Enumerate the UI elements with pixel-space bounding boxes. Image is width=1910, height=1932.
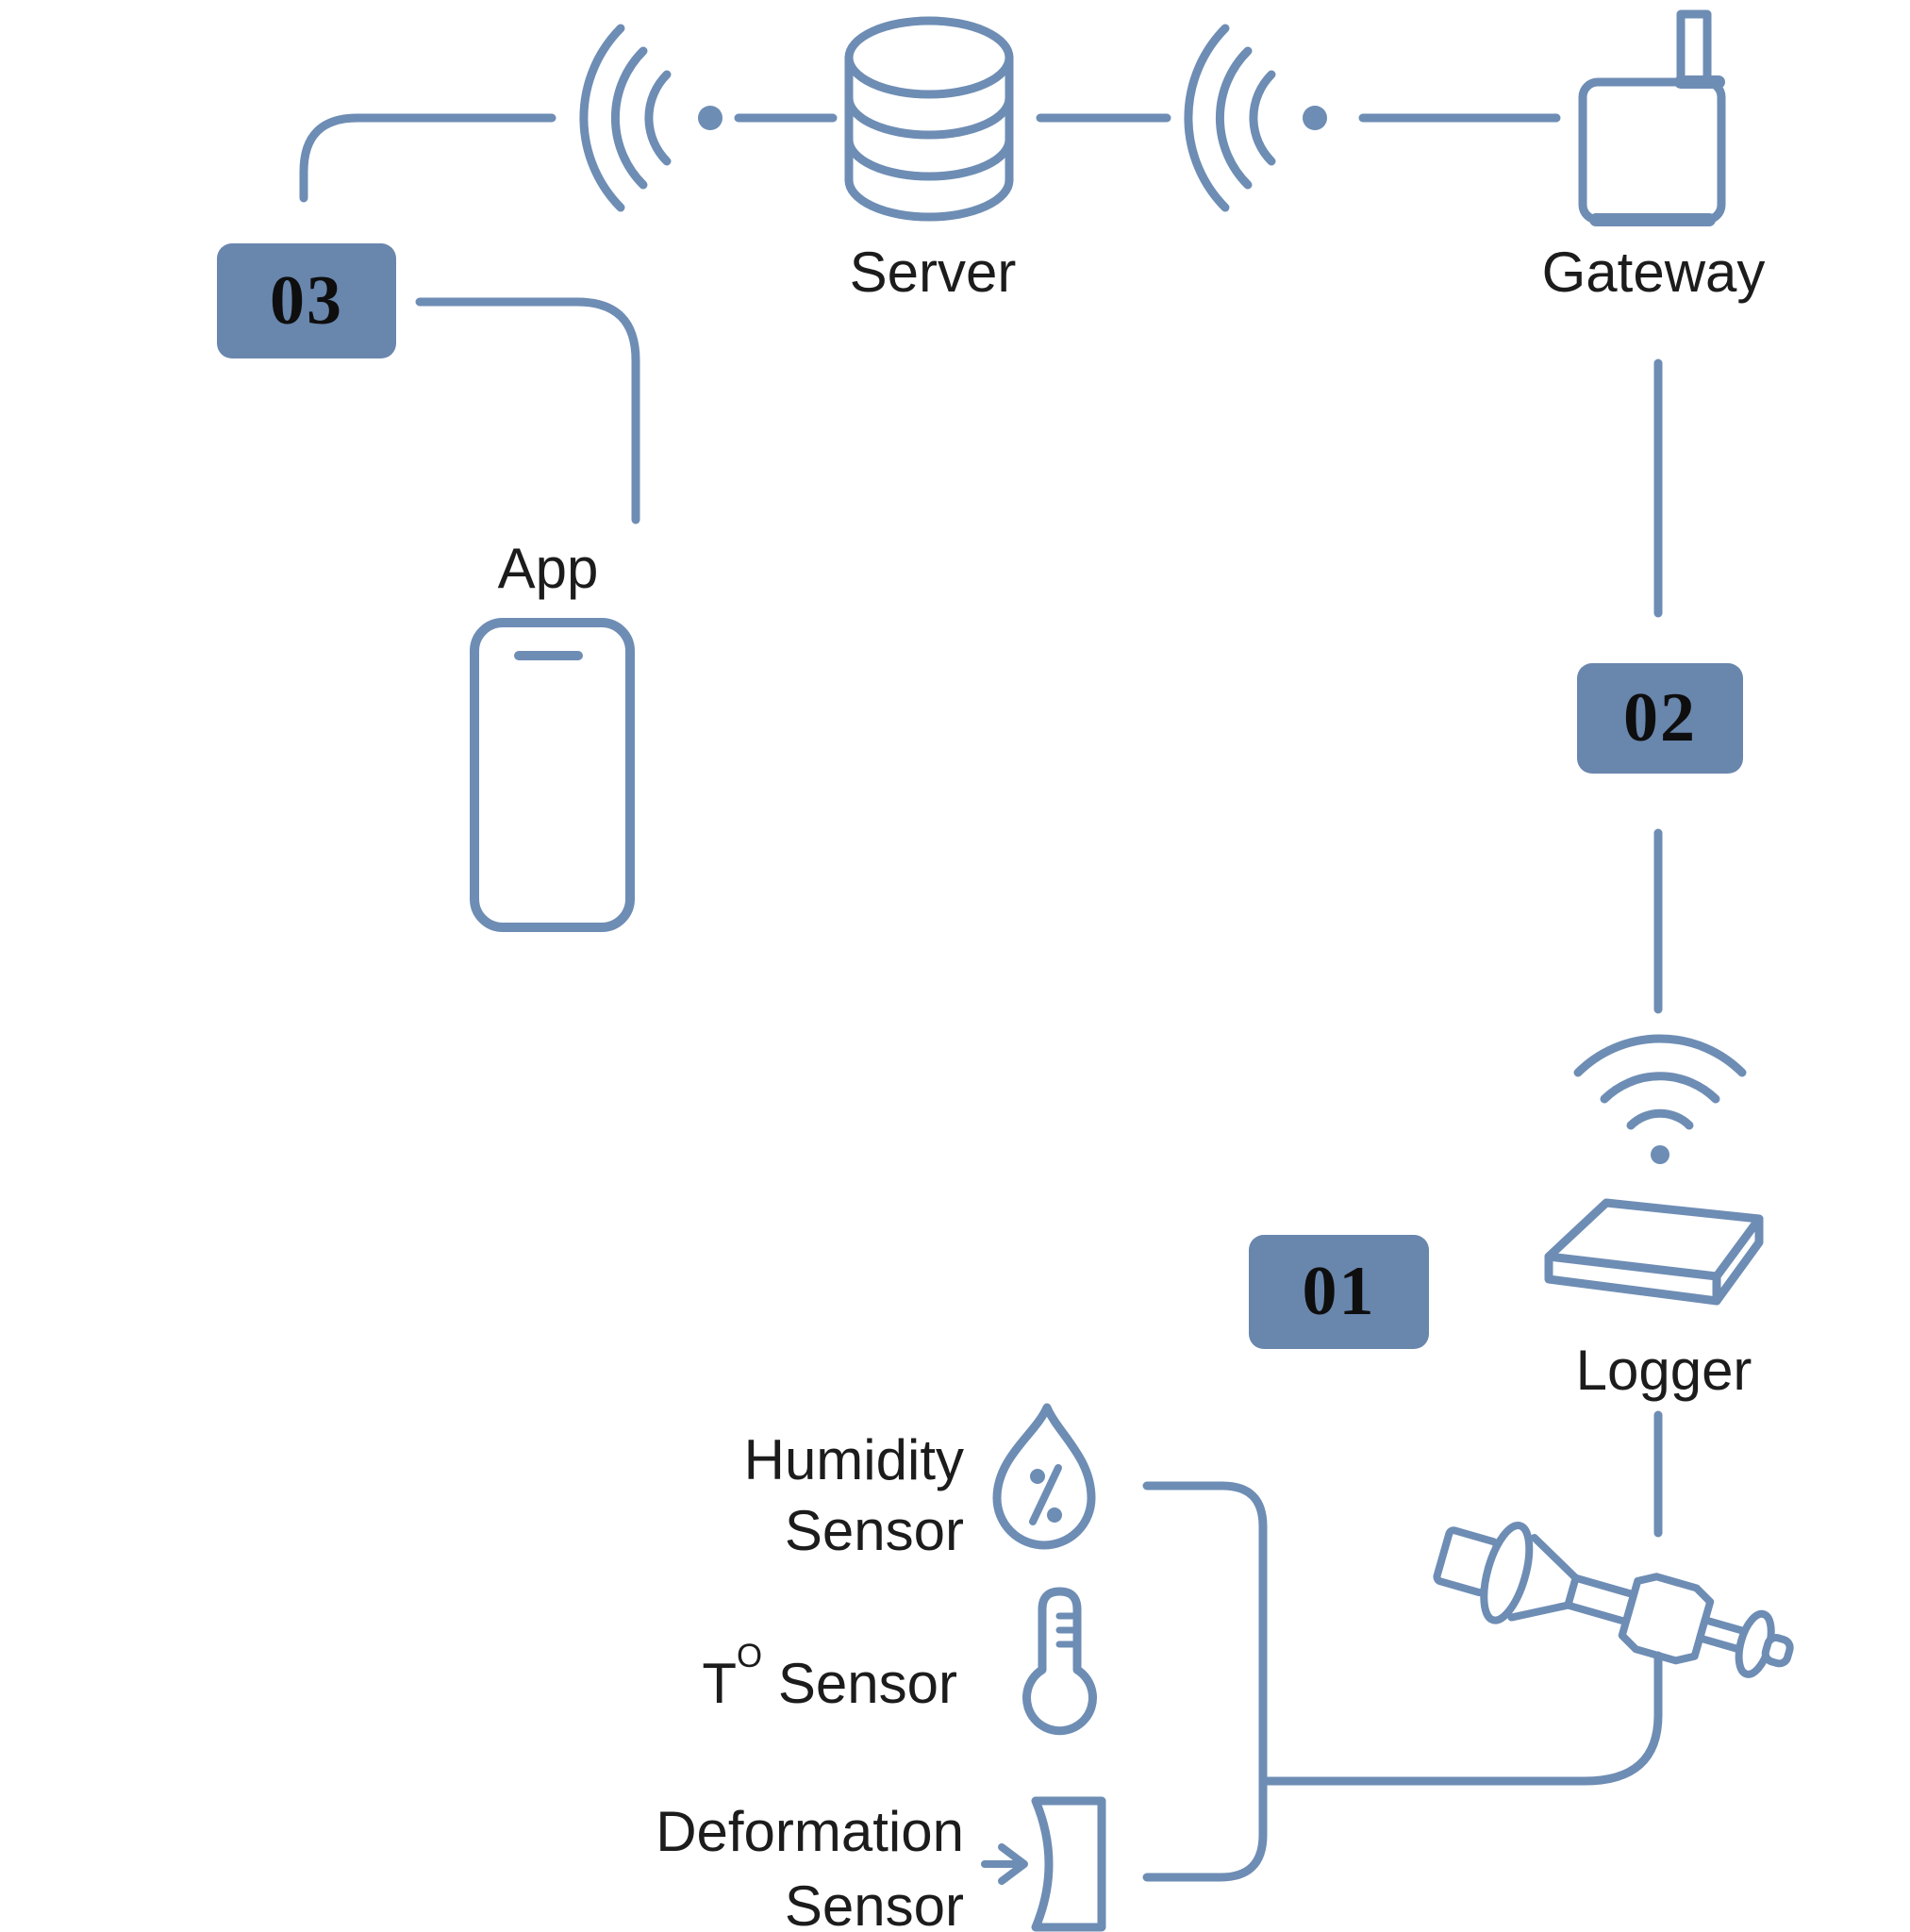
wireless-signal-icon bbox=[1184, 24, 1327, 212]
connector-badge03-to-app bbox=[415, 297, 640, 525]
badge-step-01: 01 bbox=[1249, 1235, 1429, 1349]
logger-label: Logger bbox=[1575, 1339, 1752, 1402]
wireless-signal-icon bbox=[579, 24, 722, 212]
deformation-arrow-icon bbox=[981, 1796, 1106, 1932]
humidity-sensor-label-line1: Humidity bbox=[743, 1428, 964, 1491]
flat-box-icon bbox=[1544, 1198, 1764, 1306]
temperature-sensor-label-superscript: O bbox=[737, 1637, 763, 1674]
humidity-sensor-label: Humidity Sensor bbox=[744, 1424, 964, 1566]
deformation-sensor-label-line1: Deformation bbox=[656, 1800, 964, 1863]
temperature-sensor-label-suffix: Sensor bbox=[777, 1652, 957, 1715]
gateway-label: Gateway bbox=[1541, 241, 1766, 304]
sensor-bracket bbox=[1142, 1481, 1268, 1882]
app-label: App bbox=[497, 537, 599, 600]
database-cylinder-icon bbox=[844, 16, 1014, 222]
probe-device-icon bbox=[1433, 1522, 1794, 1678]
badge-step-02: 02 bbox=[1577, 663, 1743, 774]
connector-server-to-app bbox=[299, 113, 556, 203]
antenna-box-icon bbox=[1578, 9, 1726, 226]
temperature-sensor-label: TO Sensor bbox=[702, 1640, 957, 1715]
badge-step-03: 03 bbox=[217, 243, 396, 358]
thermometer-icon bbox=[1022, 1587, 1097, 1736]
connector-probe-to-sensors bbox=[1258, 1651, 1663, 1786]
humidity-sensor-label-line2: Sensor bbox=[784, 1499, 964, 1562]
water-drop-percent-icon bbox=[992, 1403, 1096, 1550]
server-label: Server bbox=[849, 241, 1017, 304]
smartphone-icon bbox=[470, 618, 635, 932]
wifi-signal-icon bbox=[1573, 1034, 1747, 1164]
deformation-sensor-label-line2: Sensor bbox=[784, 1874, 964, 1932]
deformation-sensor-label: Deformation Sensor bbox=[656, 1794, 964, 1932]
temperature-sensor-label-base: T bbox=[702, 1652, 738, 1715]
